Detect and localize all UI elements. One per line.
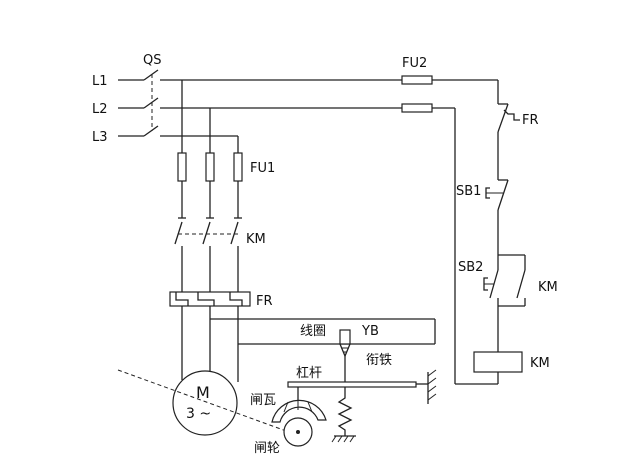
brake-coil-branch: 线圈 YB 衔铁 xyxy=(210,318,436,382)
contactor-km-main: KM xyxy=(174,217,266,247)
label-shoe-cn: 闸瓦 xyxy=(250,393,276,408)
switch-qs: QS xyxy=(143,53,210,137)
label-sb2: SB2 xyxy=(458,260,483,275)
armature-shape xyxy=(339,343,351,358)
label-qs: QS xyxy=(143,53,161,68)
label-fr-ctrl: FR xyxy=(522,113,539,128)
label-armature-cn: 衔铁 xyxy=(366,353,392,368)
thermal-relay-fr-contact: FR xyxy=(497,103,539,133)
brake-wheel: 闸轮 xyxy=(254,417,313,456)
label-l2: L2 xyxy=(92,102,108,117)
label-sb1: SB1 xyxy=(456,184,481,199)
lever: 杠杆 xyxy=(287,365,437,404)
motor-label-m: M xyxy=(196,383,210,402)
contactor-km-aux: KM xyxy=(516,255,558,306)
brake-shoe: 闸瓦 xyxy=(250,387,327,423)
motor-label-phase: 3 ~ xyxy=(186,406,211,422)
supply-lines: L1 L2 L3 xyxy=(92,74,144,145)
motor-m: M 3 ~ xyxy=(172,370,238,436)
thermal-relay-fr-main: FR xyxy=(169,291,273,309)
label-fu1: FU1 xyxy=(250,161,275,176)
label-coil-cn: 线圈 xyxy=(300,324,326,339)
label-km-main: KM xyxy=(246,232,266,247)
label-fu2: FU2 xyxy=(402,56,427,71)
spring xyxy=(331,387,356,443)
button-sb1: SB1 xyxy=(456,179,509,211)
label-l3: L3 xyxy=(92,130,108,145)
contactor-km-coil: KM xyxy=(473,351,550,373)
label-lever-cn: 杠杆 xyxy=(296,365,322,381)
fuse-fu2: FU2 xyxy=(401,56,433,113)
main-conductors xyxy=(181,80,239,153)
label-l1: L1 xyxy=(92,74,108,89)
label-km-aux: KM xyxy=(538,280,558,295)
label-wheel-cn: 闸轮 xyxy=(254,441,280,456)
label-km-coil: KM xyxy=(530,356,550,371)
label-yb: YB xyxy=(361,324,379,339)
fuse-fu1: FU1 xyxy=(177,152,275,182)
label-fr-main: FR xyxy=(256,294,273,309)
button-sb2: SB2 xyxy=(458,255,499,306)
